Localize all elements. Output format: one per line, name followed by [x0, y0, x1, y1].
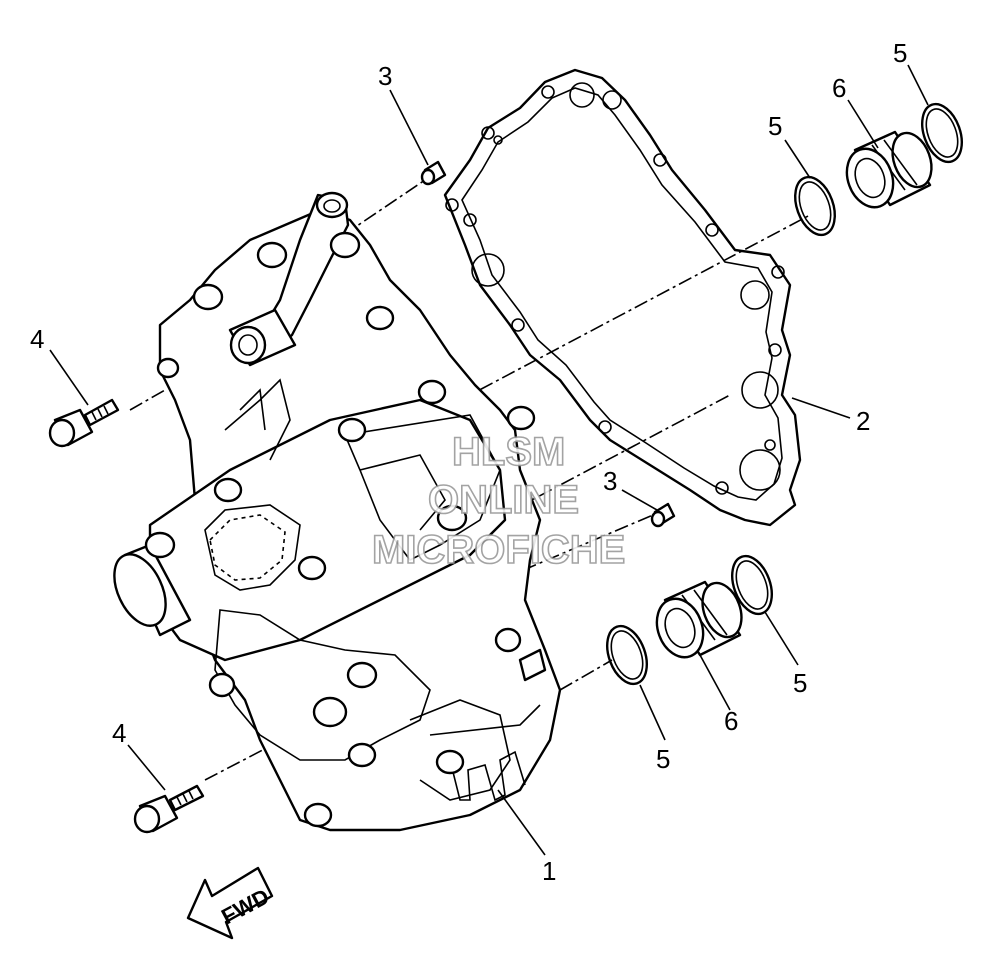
callout-5-upper-right: 5: [893, 38, 907, 68]
callout-5-lower-left: 5: [656, 744, 670, 774]
callout-4-lower: 4: [112, 718, 126, 748]
callout-5-upper-left: 5: [768, 111, 782, 141]
dowel-pin-upper: [420, 160, 447, 186]
bolt-upper: [48, 398, 120, 448]
callout-5-lower-right: 5: [793, 668, 807, 698]
bolt-lower: [133, 784, 205, 834]
callout-1: 1: [542, 856, 556, 886]
watermark-line-1: HLSM: [452, 430, 565, 474]
o-ring-lower-left: [606, 624, 648, 686]
callout-2: 2: [856, 406, 870, 436]
dowel-pin-lower: [650, 502, 676, 528]
callout-6-upper: 6: [832, 73, 846, 103]
gasket-part-2: [443, 68, 802, 527]
watermark: HLSM ONLINE MICROFICHE: [371, 429, 626, 573]
forward-direction-arrow: FWD: [186, 866, 273, 940]
o-ring-upper-left: [794, 175, 836, 237]
callout-6-lower: 6: [724, 706, 738, 736]
callout-3-lower: 3: [603, 466, 617, 496]
callout-4-upper: 4: [30, 324, 44, 354]
crankcase-cover-part-1: [113, 191, 562, 832]
o-ring-lower-right: [731, 554, 773, 616]
callout-numbers: 3 3 4 4 5 5 5 5 6 6 2 1: [30, 38, 907, 886]
o-ring-upper-right: [921, 102, 963, 164]
leader-lines: [49, 64, 929, 856]
callout-3-upper: 3: [378, 61, 392, 91]
collar-upper: [845, 130, 933, 209]
watermark-line-3: MICROFICHE: [372, 528, 625, 572]
cover-bolts: [144, 357, 522, 828]
collar-lower: [655, 580, 743, 659]
watermark-line-2: ONLINE: [428, 478, 579, 522]
